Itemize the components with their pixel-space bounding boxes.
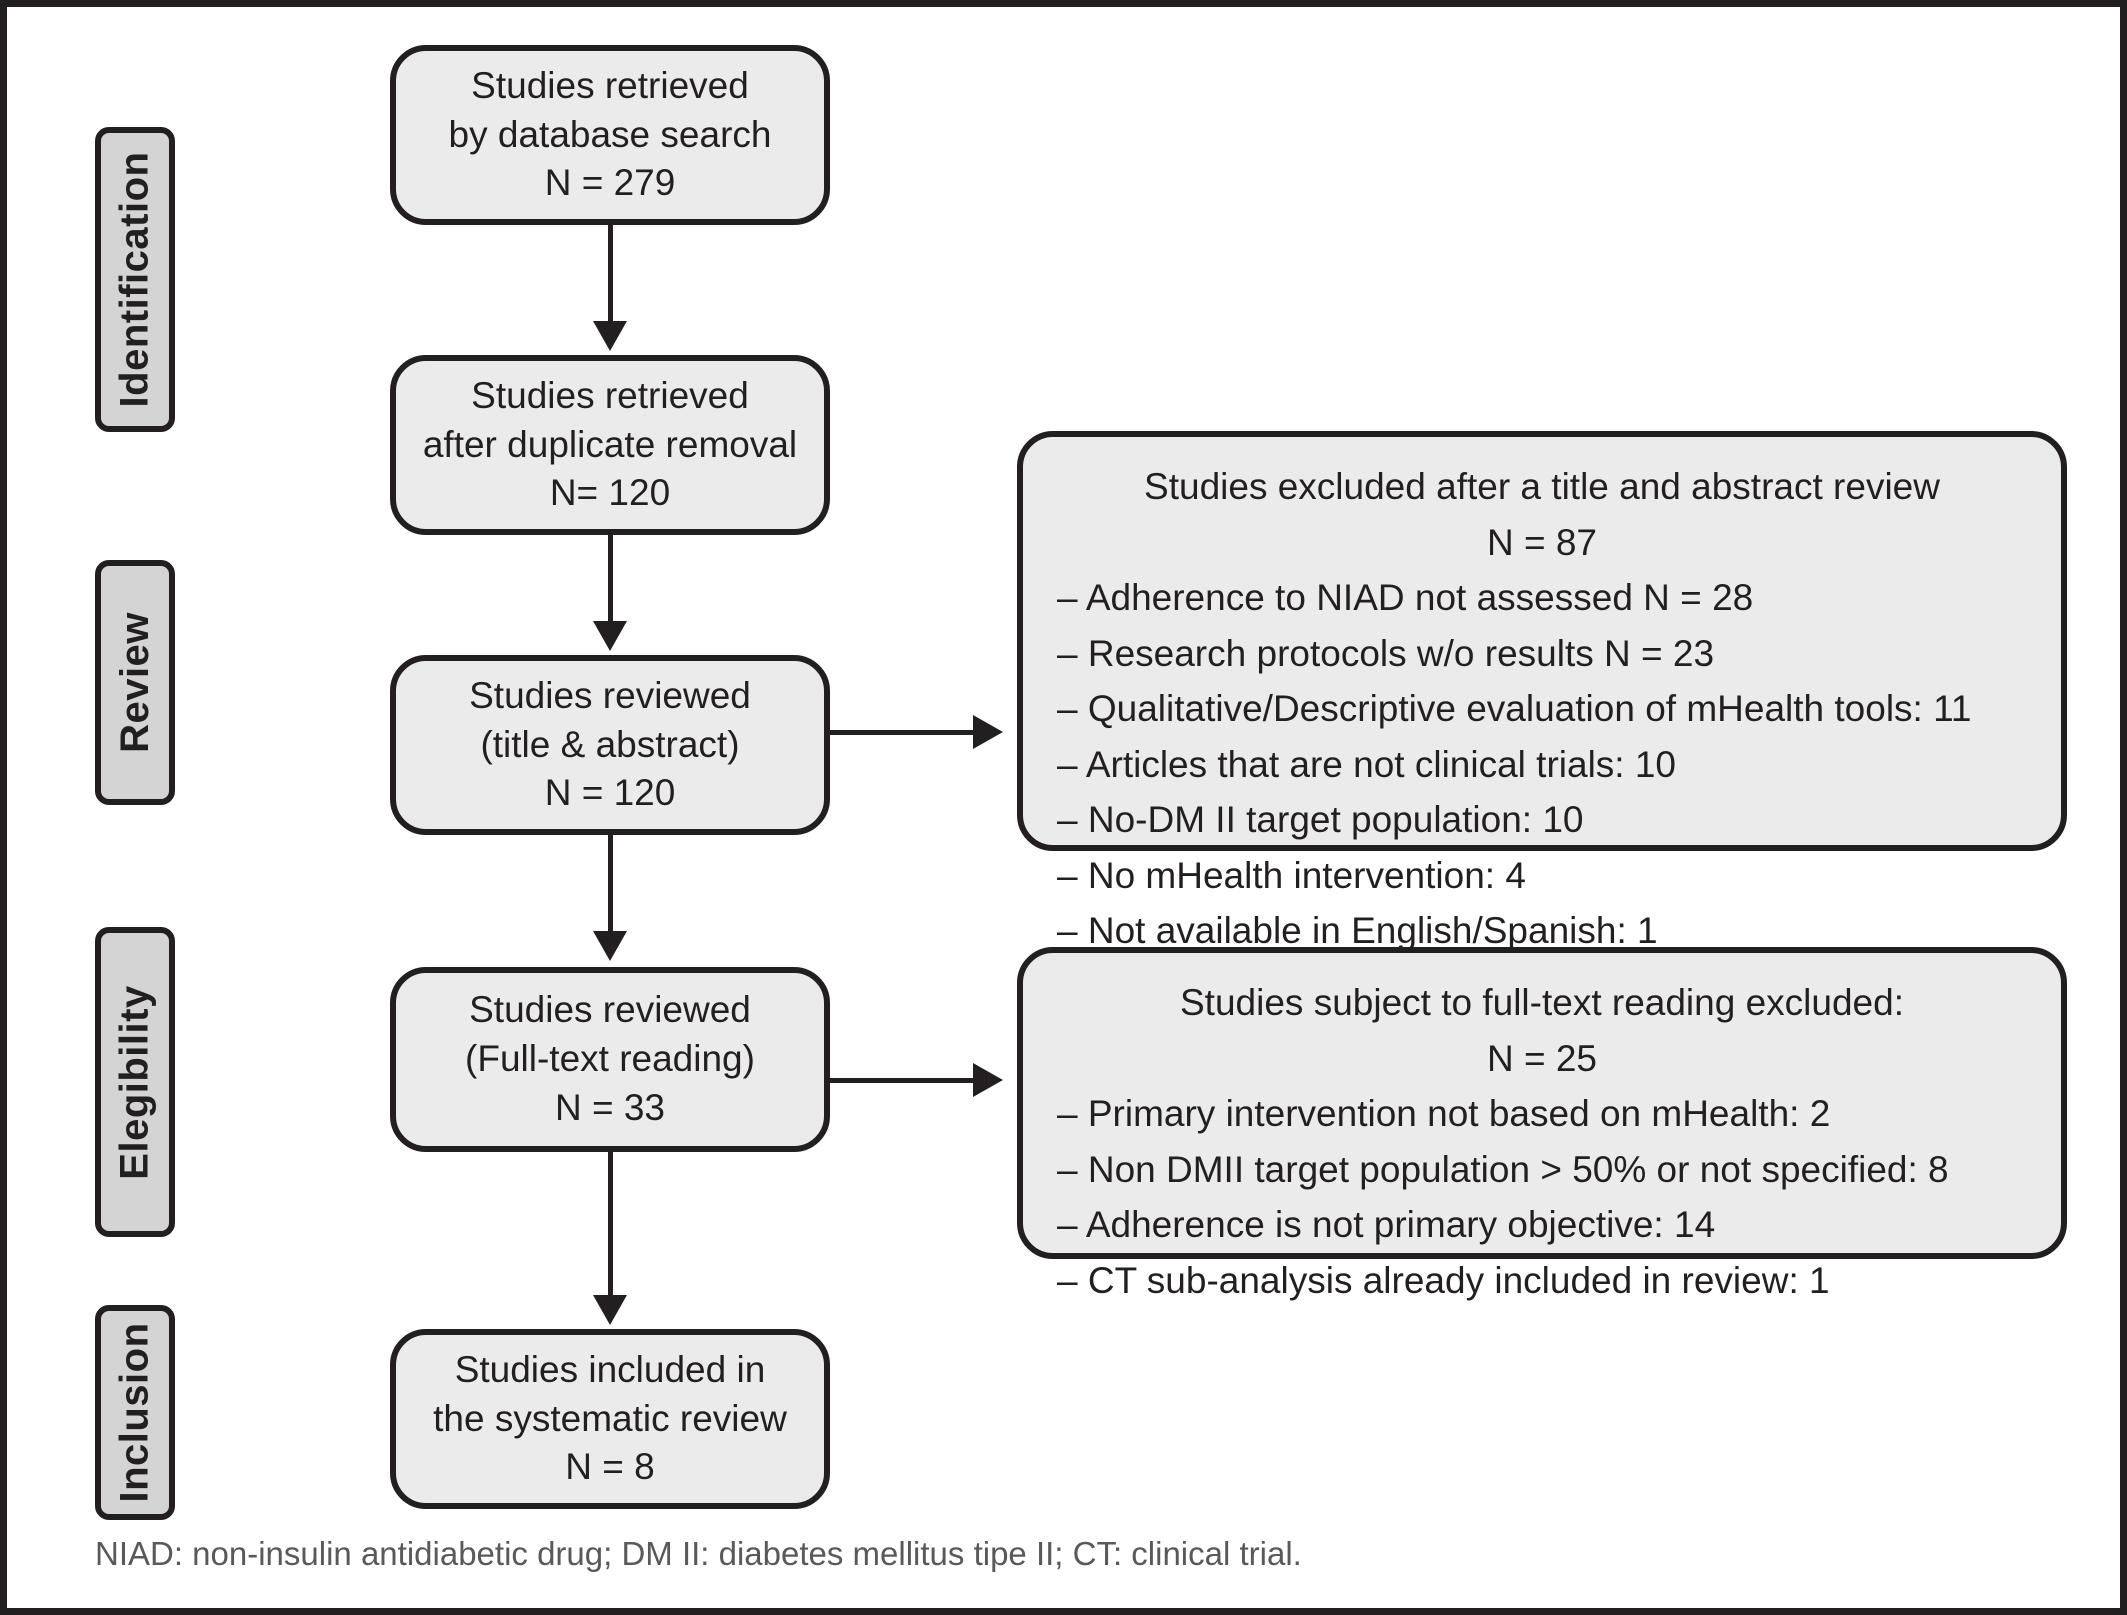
exclusion-reason-item: – Non DMII target population > 50% or no… (1057, 1148, 1949, 1190)
connector-deduplicated-to-title-review (608, 535, 613, 625)
exclusion-box-full-text: Studies subject to full-text reading exc… (1017, 947, 2067, 1301)
exclusion-reason-list: – Adherence to NIAD not assessed N = 28 … (1057, 570, 2027, 959)
node-line: Studies reviewed (469, 674, 751, 716)
arrow-full-text-to-exclusion (973, 1063, 1003, 1097)
node-studies-after-duplicate-removal: Studies retrieved after duplicate remova… (390, 355, 830, 535)
node-studies-reviewed-full-text: Studies reviewed (Full-text reading) N =… (390, 967, 830, 1152)
exclusion-reason-item: – Qualitative/Descriptive evaluation of … (1057, 688, 1972, 729)
stage-label-elegibility: Elegibility (95, 927, 175, 1237)
node-line: (title & abstract) (480, 723, 740, 765)
figure-footnote: NIAD: non-insulin antidiabetic drug; DM … (95, 1535, 1302, 1572)
exclusion-count: N = 87 (1486, 521, 1598, 563)
exclusion-reason-item: – Adherence to NIAD not assessed N = 28 (1057, 577, 1754, 618)
exclusion-reason-item: – No-DM II target population: 10 (1057, 799, 1584, 840)
exclusion-heading: Studies excluded after a title and abstr… (1144, 466, 1940, 507)
connector-title-review-to-full-text (608, 835, 613, 935)
arrow-title-review-to-exclusion (973, 715, 1003, 749)
node-line: Studies retrieved (471, 374, 749, 416)
exclusion-heading: Studies subject to full-text reading exc… (1180, 982, 1904, 1023)
exclusion-reason-item: – Research protocols w/o results N = 23 (1057, 632, 1715, 674)
node-line: Studies retrieved (471, 64, 749, 106)
node-line: N = 8 (565, 1446, 655, 1488)
exclusion-reason-list: – Primary intervention not based on mHea… (1057, 1086, 2027, 1308)
stage-label-inclusion: Inclusion (95, 1305, 175, 1520)
exclusion-reason-item: – CT sub-analysis already included in re… (1057, 1259, 1830, 1301)
node-line: Studies included in (454, 1348, 766, 1390)
stage-label-text: Identification (112, 151, 157, 408)
connector-full-text-to-included (608, 1152, 613, 1297)
node-studies-retrieved: Studies retrieved by database search N =… (390, 45, 830, 225)
node-studies-reviewed-title-abstract: Studies reviewed (title & abstract) N = … (390, 655, 830, 835)
exclusion-reason-item: – Not available in English/Spanish: 1 (1057, 910, 1658, 951)
exclusion-reason-item: – Adherence is not primary objective: 14 (1057, 1204, 1716, 1245)
node-line: N = 120 (544, 772, 676, 814)
node-line: Studies reviewed (469, 989, 751, 1031)
connector-retrieved-to-deduplicated (608, 225, 613, 325)
exclusion-reason-item: – Articles that are not clinical trials:… (1057, 743, 1677, 785)
arrow-title-review-to-full-text (593, 931, 627, 961)
stage-label-review: Review (95, 560, 175, 805)
exclusion-box-title-abstract: Studies excluded after a title and abstr… (1017, 431, 2067, 951)
exclusion-reason-item: – No mHealth intervention: 4 (1057, 854, 1526, 896)
node-line: (Full-text reading) (465, 1038, 755, 1080)
arrow-full-text-to-included (593, 1295, 627, 1325)
node-line: N = 33 (554, 1086, 666, 1128)
stage-label-identification: Identification (95, 127, 175, 432)
node-line: the systematic review (433, 1397, 787, 1439)
exclusion-reason-item: – Primary intervention not based on mHea… (1057, 1093, 1831, 1134)
node-line: by database search (448, 113, 772, 155)
node-line: after duplicate removal (422, 423, 798, 465)
node-line: N = 279 (544, 162, 676, 204)
stage-label-text: Review (112, 612, 157, 753)
arrow-deduplicated-to-title-review (593, 621, 627, 651)
exclusion-count: N = 25 (1486, 1037, 1598, 1079)
node-studies-included: Studies included in the systematic revie… (390, 1329, 830, 1509)
stage-label-text: Elegibility (112, 984, 157, 1180)
node-line: N= 120 (549, 472, 671, 514)
connector-title-review-to-exclusion (830, 730, 975, 735)
arrow-retrieved-to-deduplicated (593, 321, 627, 351)
stage-label-text: Inclusion (112, 1322, 157, 1503)
connector-full-text-to-exclusion (830, 1078, 975, 1083)
